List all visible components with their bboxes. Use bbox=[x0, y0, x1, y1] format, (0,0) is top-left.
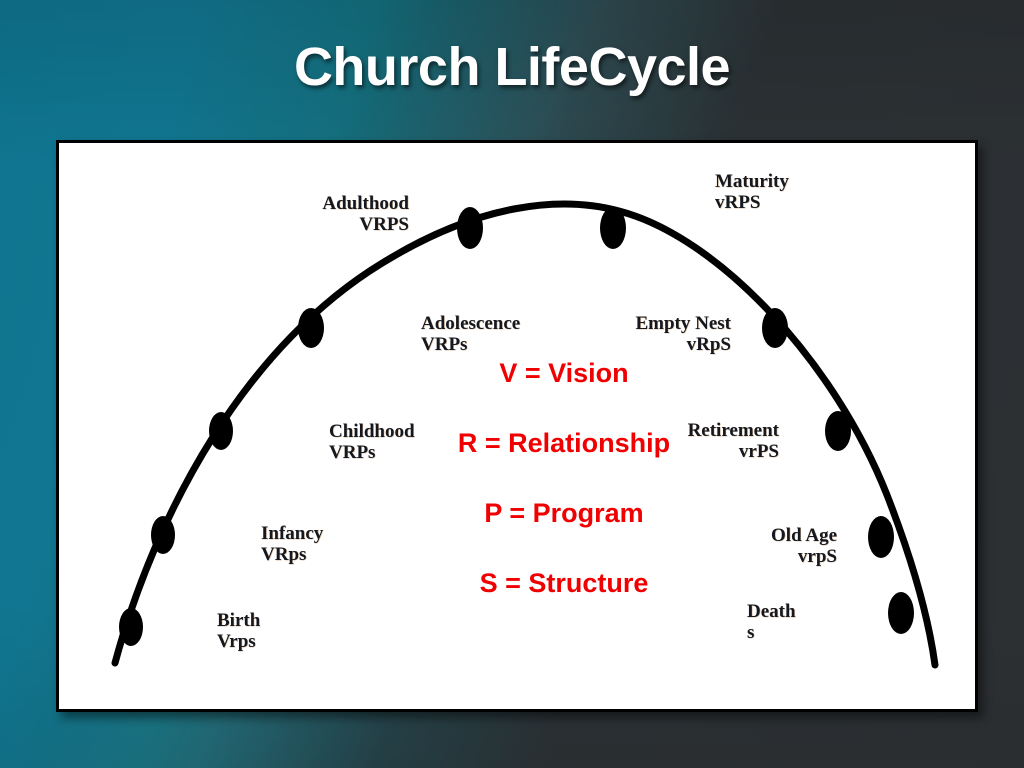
stage-label-death: Death s bbox=[747, 601, 796, 644]
content-panel: Birth Vrps Infancy VRps Childhood VRPs A… bbox=[56, 140, 978, 712]
stage-code-retirement: vrPS bbox=[738, 441, 779, 463]
node-adolescence bbox=[298, 308, 324, 348]
stage-name-empty-nest: Empty Nest bbox=[635, 313, 731, 334]
lifecycle-diagram: Birth Vrps Infancy VRps Childhood VRPs A… bbox=[59, 143, 975, 709]
stage-name-maturity: Maturity bbox=[715, 171, 789, 192]
stage-code-birth: Vrps bbox=[217, 631, 256, 653]
stage-label-retirement: Retirement vrPS bbox=[633, 420, 779, 463]
node-childhood bbox=[209, 412, 233, 450]
stage-code-infancy: VRps bbox=[261, 544, 307, 566]
stage-name-old-age: Old Age bbox=[771, 525, 837, 546]
lifecycle-curve-svg bbox=[111, 200, 939, 669]
node-old-age bbox=[868, 516, 894, 558]
legend-line-relationship: R = Relationship bbox=[457, 428, 671, 458]
page-title: Church LifeCycle bbox=[293, 37, 731, 97]
legend-line-structure: S = Structure bbox=[479, 568, 649, 598]
node-adulthood bbox=[457, 207, 483, 249]
node-empty-nest bbox=[762, 308, 788, 348]
legend-line-vision: V = Vision bbox=[499, 358, 629, 388]
node-death bbox=[888, 592, 914, 634]
stage-label-empty-nest: Empty Nest vRpS bbox=[559, 313, 731, 356]
stage-code-death: s bbox=[747, 622, 755, 644]
stage-name-infancy: Infancy bbox=[261, 523, 324, 544]
stage-code-childhood: VRPs bbox=[329, 442, 376, 464]
stage-code-adolescence: VRPs bbox=[421, 334, 468, 356]
stage-label-infancy: Infancy VRps bbox=[261, 523, 323, 566]
acronym-legend: V = Vision R = Relationship P = Program … bbox=[389, 358, 739, 599]
stage-label-old-age: Old Age vrpS bbox=[691, 525, 837, 568]
stage-label-childhood: Childhood VRPs bbox=[329, 421, 415, 464]
stage-name-birth: Birth bbox=[217, 610, 261, 631]
stage-name-adulthood: Adulthood bbox=[322, 193, 409, 214]
stage-code-adulthood: VRPS bbox=[359, 214, 409, 236]
node-maturity bbox=[600, 207, 626, 249]
stage-label-maturity: Maturity vRPS bbox=[715, 171, 789, 214]
stage-code-empty-nest: vRpS bbox=[686, 334, 731, 356]
node-infancy bbox=[151, 516, 175, 554]
stage-name-death: Death bbox=[747, 601, 796, 622]
lifecycle-node-group bbox=[119, 207, 914, 646]
node-retirement bbox=[825, 411, 851, 451]
node-birth bbox=[119, 608, 143, 646]
stage-label-adolescence: Adolescence VRPs bbox=[421, 313, 520, 356]
stage-code-old-age: vrpS bbox=[797, 546, 837, 568]
stage-name-childhood: Childhood bbox=[329, 421, 415, 442]
stage-name-adolescence: Adolescence bbox=[421, 313, 521, 334]
stage-code-maturity: vRPS bbox=[715, 192, 761, 214]
stage-name-retirement: Retirement bbox=[687, 420, 779, 441]
legend-line-program: P = Program bbox=[484, 498, 644, 528]
stage-label-adulthood: Adulthood VRPS bbox=[257, 193, 409, 236]
stage-label-birth: Birth Vrps bbox=[217, 610, 260, 653]
